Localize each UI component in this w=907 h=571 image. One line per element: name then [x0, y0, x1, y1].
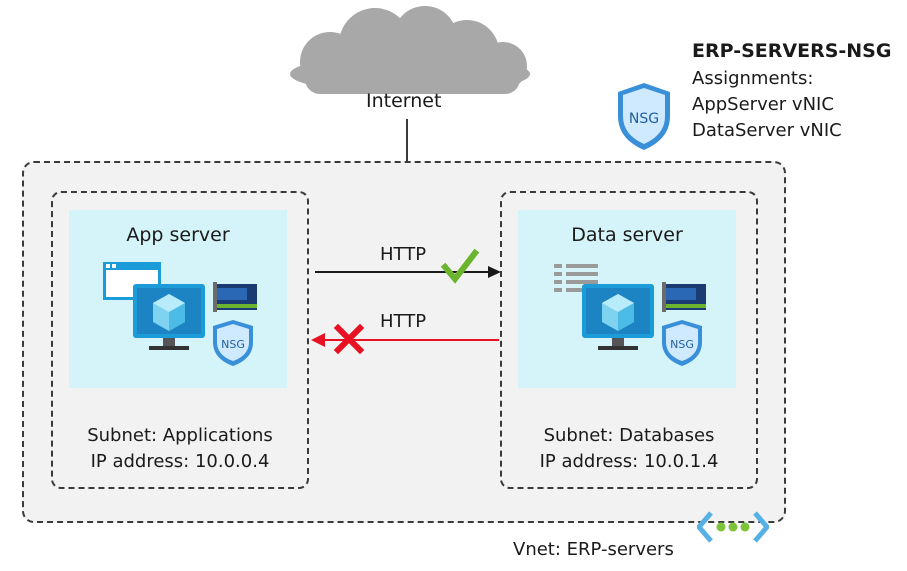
nsg-shield-label: NSG — [629, 111, 659, 127]
data-nsg-label: NSG — [670, 338, 694, 351]
data-ip-address: IP address: 10.0.1.4 — [539, 451, 719, 472]
monitor-icon — [582, 284, 654, 350]
allowed-arrowhead — [488, 266, 501, 278]
vnet-label: Vnet: ERP-servers — [513, 539, 674, 560]
data-server-icon: NSG — [554, 264, 706, 366]
data-server-title: Data server — [571, 224, 683, 246]
monitor-icon — [133, 284, 205, 350]
nsg-assignments-label: Assignments: — [692, 68, 814, 89]
allowed-flow-label: HTTP — [380, 244, 427, 265]
app-ip-address: IP address: 10.0.0.4 — [90, 451, 270, 472]
nsg-assignment-item: DataServer vNIC — [692, 120, 842, 141]
app-subnet-name: Subnet: Applications — [87, 425, 273, 446]
nsg-shield-icon: NSG — [662, 320, 702, 366]
nsg-title: ERP-SERVERS-NSG — [692, 40, 892, 62]
cloud-icon — [290, 6, 530, 94]
internet-label: Internet — [366, 90, 442, 112]
network-card-icon — [213, 282, 257, 312]
network-card-icon — [662, 282, 706, 312]
denied-flow-label: HTTP — [380, 311, 427, 332]
internet-connector — [406, 119, 408, 162]
nsg-shield-icon: NSG — [213, 320, 253, 366]
denied-arrowhead — [311, 333, 325, 347]
deny-x-icon — [333, 323, 365, 355]
vnet-icon — [697, 511, 769, 543]
data-subnet-name: Subnet: Databases — [543, 425, 715, 446]
checkmark-icon — [440, 248, 480, 284]
app-server-title: App server — [126, 224, 230, 246]
app-server-icon: NSG — [103, 262, 257, 366]
nsg-shield-icon: NSG — [618, 83, 670, 150]
nsg-assignment-item: AppServer vNIC — [692, 94, 834, 115]
flow-arrows — [311, 248, 501, 355]
app-nsg-label: NSG — [221, 338, 245, 351]
